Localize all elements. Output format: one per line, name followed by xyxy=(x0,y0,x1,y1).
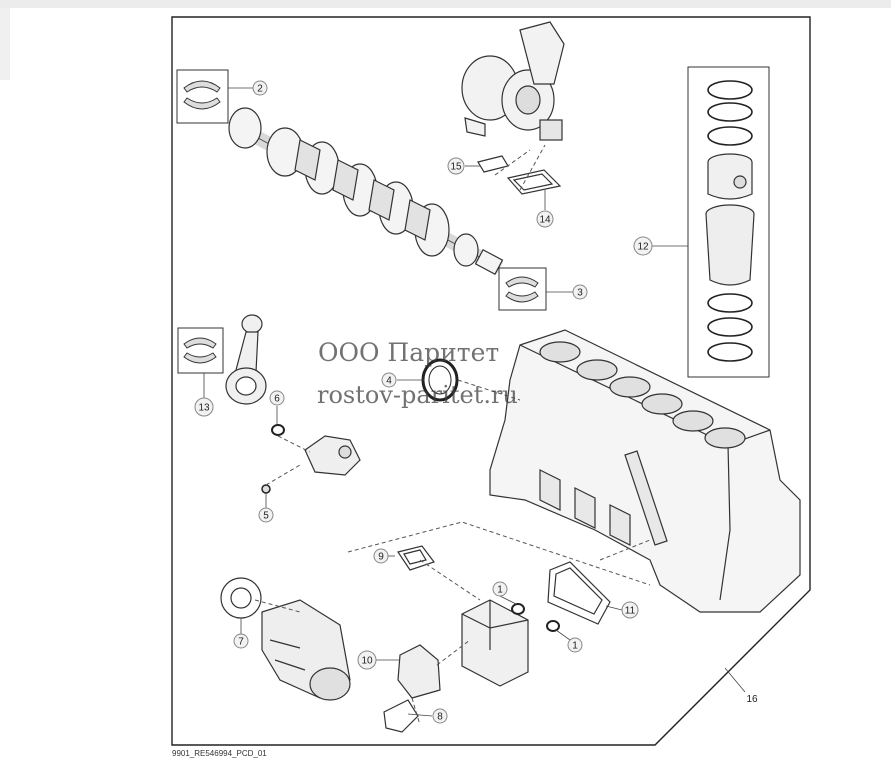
cover-gasket[interactable] xyxy=(397,545,435,571)
callout-5[interactable]: 5 xyxy=(258,507,274,523)
callout-6[interactable]: 6 xyxy=(269,390,285,406)
piston-kit-box xyxy=(687,66,770,378)
connecting-rod[interactable] xyxy=(225,314,267,405)
svg-text:15: 15 xyxy=(450,162,462,173)
exhaust-gasket[interactable] xyxy=(506,169,562,195)
callout-7[interactable]: 7 xyxy=(233,633,249,649)
turbo-gasket[interactable] xyxy=(477,155,509,173)
callout-15[interactable]: 15 xyxy=(447,157,465,175)
callouts: 2 3 12 15 14 13 4 6 5 9 11 1 1 10 8 7 16 xyxy=(194,80,758,724)
svg-text:13: 13 xyxy=(198,403,210,414)
callout-11[interactable]: 11 xyxy=(621,601,639,619)
crankshaft[interactable] xyxy=(228,107,504,276)
svg-text:3: 3 xyxy=(577,288,583,299)
callout-9[interactable]: 9 xyxy=(373,548,389,564)
svg-text:10: 10 xyxy=(361,656,373,667)
viewer-top-strip xyxy=(0,0,891,8)
callout-8[interactable]: 8 xyxy=(432,708,448,724)
thrust-bearing-shells[interactable] xyxy=(498,267,547,311)
svg-text:1: 1 xyxy=(572,641,578,652)
svg-text:6: 6 xyxy=(274,394,280,405)
callout-14[interactable]: 14 xyxy=(536,210,554,228)
water-pump[interactable] xyxy=(261,599,351,701)
cylinder-block[interactable] xyxy=(489,329,801,613)
turbocharger[interactable] xyxy=(461,21,565,141)
callout-12[interactable]: 12 xyxy=(633,236,653,256)
callout-4[interactable]: 4 xyxy=(381,372,397,388)
svg-text:12: 12 xyxy=(637,242,649,253)
svg-text:7: 7 xyxy=(238,637,244,648)
liner-seal-rings[interactable] xyxy=(707,293,753,362)
callout-13[interactable]: 13 xyxy=(194,397,214,417)
plug[interactable] xyxy=(261,484,271,494)
o-ring[interactable] xyxy=(511,603,525,615)
svg-text:11: 11 xyxy=(625,606,636,617)
svg-text:1: 1 xyxy=(497,585,503,596)
svg-text:5: 5 xyxy=(263,511,269,522)
callout-1[interactable]: 1 xyxy=(492,581,508,597)
piston[interactable] xyxy=(707,153,753,200)
callout-10[interactable]: 10 xyxy=(357,650,377,670)
o-ring[interactable] xyxy=(271,424,285,436)
watermark-company: ООО Паритет xyxy=(318,338,500,367)
water-pump-gasket[interactable] xyxy=(220,577,262,619)
cooler-gasket[interactable] xyxy=(547,561,611,625)
diagram-frame xyxy=(171,16,811,746)
piston-rings-upper[interactable] xyxy=(707,80,753,146)
drawing-id: 9901_RE546994_PCD_01 xyxy=(172,749,267,758)
svg-text:4: 4 xyxy=(386,376,392,387)
svg-text:16: 16 xyxy=(746,694,758,705)
assembly-lines xyxy=(254,144,651,726)
oil-cooler[interactable] xyxy=(461,599,529,687)
watermark-url: rostov-paritet.ru xyxy=(317,381,518,409)
housing-gasket[interactable] xyxy=(383,699,419,733)
viewer-left-strip xyxy=(0,8,10,80)
oil-pump[interactable] xyxy=(304,435,361,476)
cylinder-liner[interactable] xyxy=(705,204,755,286)
callout-16[interactable]: 16 xyxy=(746,694,758,705)
o-ring[interactable] xyxy=(546,620,560,632)
svg-text:9: 9 xyxy=(378,552,384,563)
callout-2[interactable]: 2 xyxy=(252,80,268,96)
thermostat-housing[interactable] xyxy=(397,644,441,699)
callout-3[interactable]: 3 xyxy=(572,284,588,300)
leader-lines xyxy=(203,87,746,717)
svg-text:14: 14 xyxy=(539,215,551,226)
rod-bearing-shells[interactable] xyxy=(177,327,224,374)
callout-1[interactable]: 1 xyxy=(567,637,583,653)
svg-text:8: 8 xyxy=(437,712,443,723)
svg-text:2: 2 xyxy=(257,84,263,95)
main-bearing-shells[interactable] xyxy=(176,69,229,124)
